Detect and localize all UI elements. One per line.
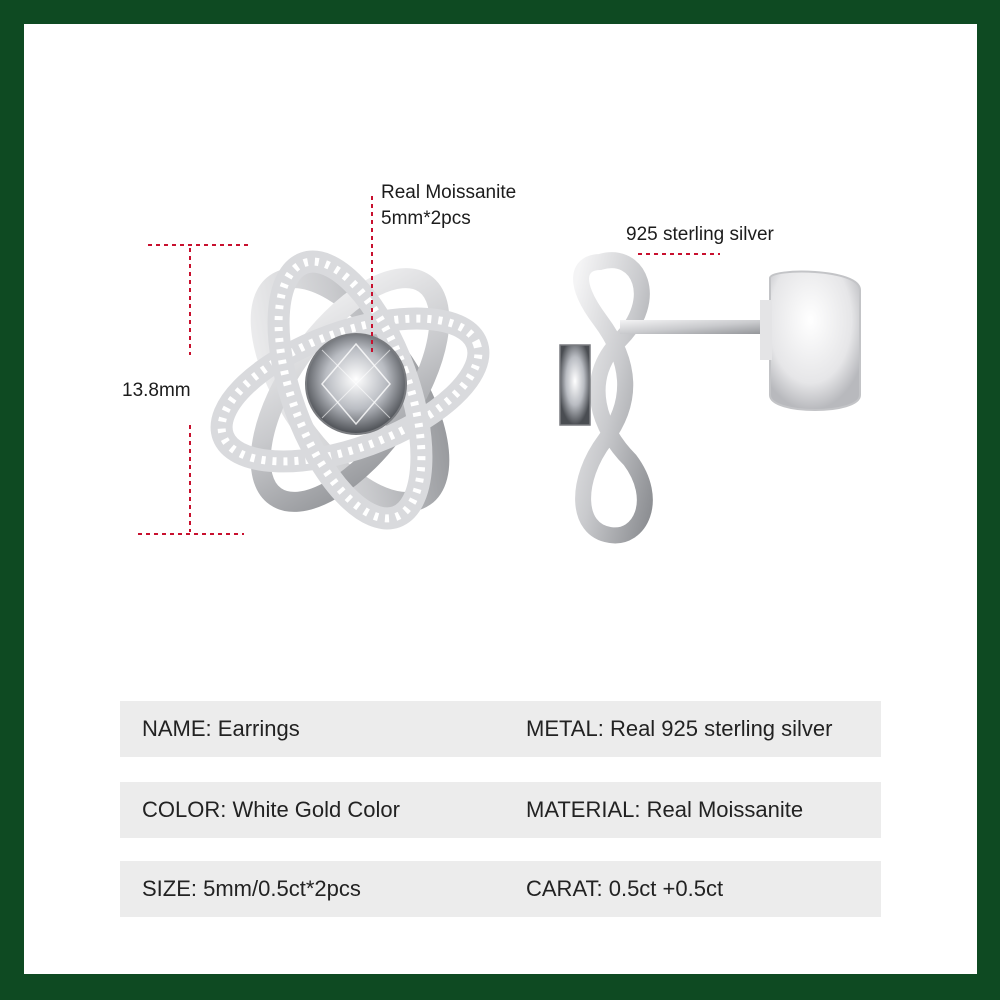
spec-metal: METAL: Real 925 sterling silver (526, 716, 833, 741)
height-dimension: 13.8mm (122, 380, 191, 401)
dimension-guides (138, 196, 720, 535)
silver-callout: 925 sterling silver (626, 224, 774, 245)
spec-name: NAME: Earrings (142, 716, 300, 741)
moissanite-size: 5mm*2pcs (381, 208, 471, 229)
earring-illustration (138, 196, 861, 544)
spec-color: COLOR: White Gold Color (142, 797, 400, 822)
spec-row-size: SIZE: 5mm/0.5ct*2pcs CARAT: 0.5ct +0.5ct (120, 861, 881, 917)
spec-size: SIZE: 5mm/0.5ct*2pcs (142, 876, 361, 901)
moissanite-callout: Real Moissanite 5mm*2pcs (381, 180, 516, 232)
moissanite-label: Real Moissanite (381, 182, 517, 203)
spec-carat: CARAT: 0.5ct +0.5ct (526, 876, 724, 901)
side-earring (559, 252, 861, 544)
spec-material: MATERIAL: Real Moissanite (526, 797, 804, 822)
front-earring (210, 250, 490, 530)
spec-row-name: NAME: Earrings METAL: Real 925 sterling … (120, 701, 881, 757)
spec-row-color: COLOR: White Gold Color MATERIAL: Real M… (120, 782, 881, 838)
